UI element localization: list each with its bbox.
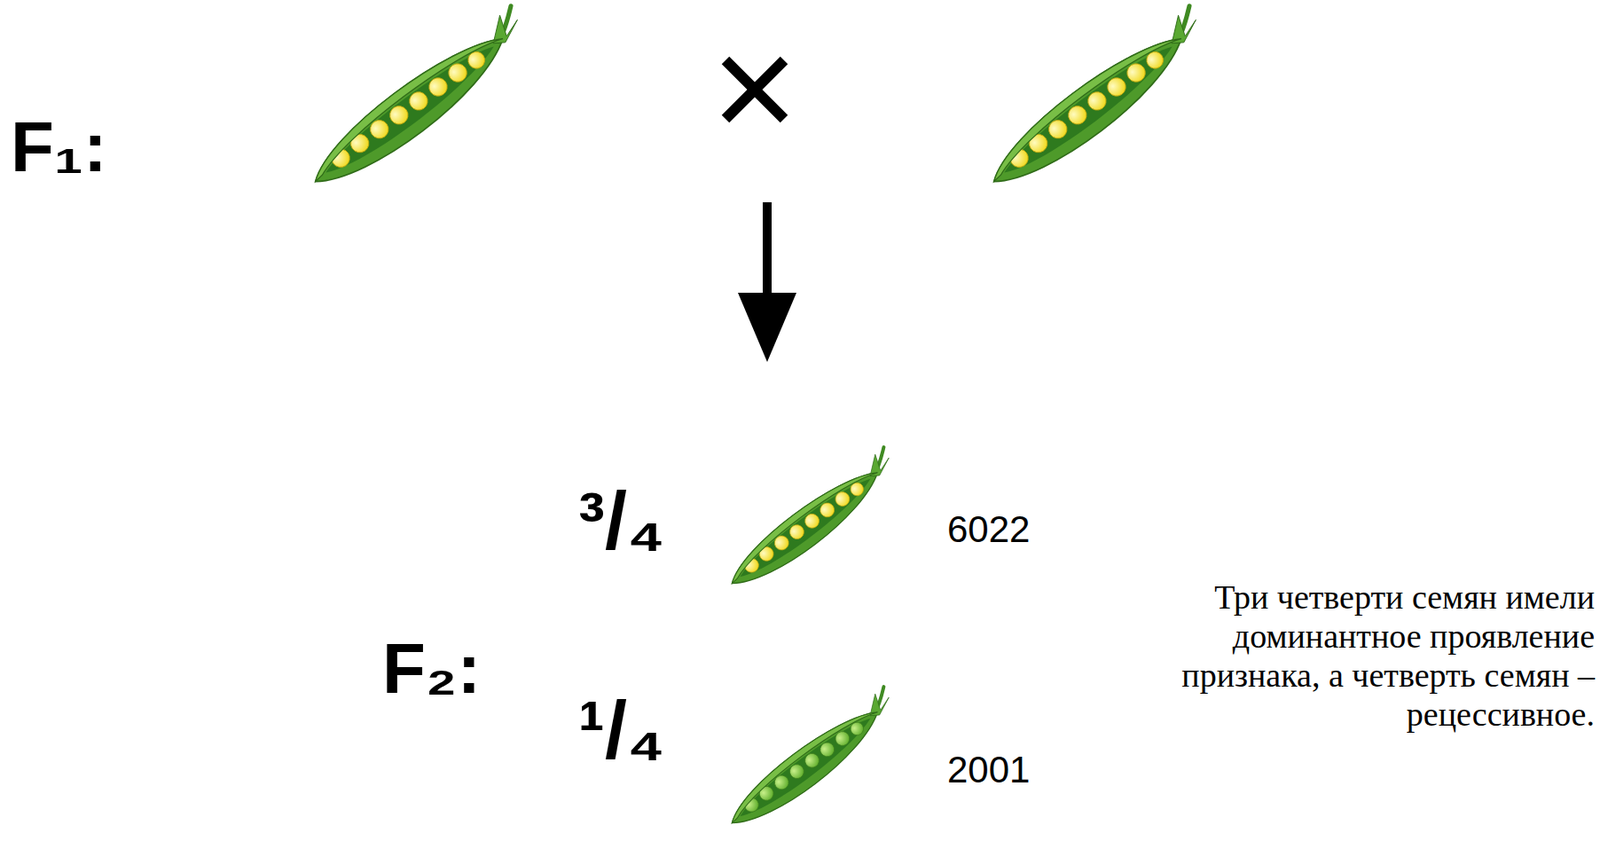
pea-pod-yellow — [716, 447, 909, 596]
pea-pod-green — [716, 686, 909, 835]
note-text: Три четверти семян имели доминантное про… — [1090, 577, 1595, 734]
count-label: 6022 — [947, 510, 1030, 549]
count-label: 2001 — [947, 751, 1030, 789]
ratio-label: ¹/₄ — [578, 690, 666, 770]
generation-label: F₂: — [382, 633, 481, 705]
generation-label: F₁: — [10, 111, 108, 183]
pea-pod-yellow — [295, 6, 542, 197]
ratio-label: ³/₄ — [578, 480, 666, 561]
pea-pod-yellow — [973, 6, 1221, 197]
down-arrow — [737, 202, 797, 362]
cross-symbol — [725, 60, 785, 119]
